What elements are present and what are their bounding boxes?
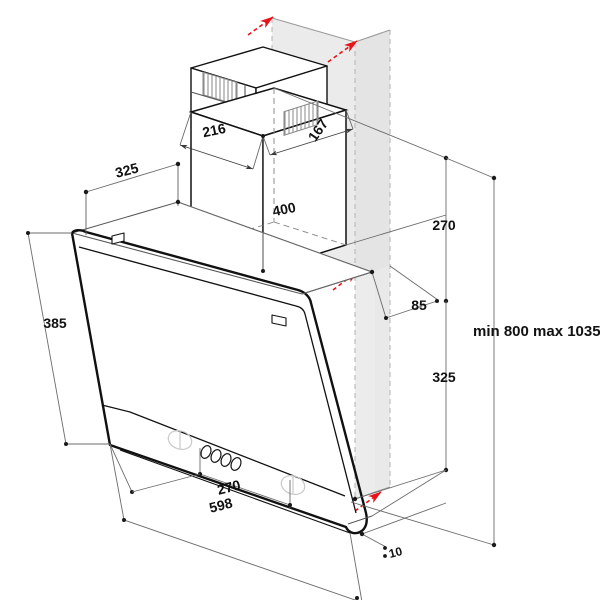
ext-216-left (179, 111, 192, 146)
control-knob-left[interactable] (166, 428, 195, 453)
label-hood-top-depth: 325 (114, 160, 141, 181)
label-mounting-range: min 800 max 1035 (473, 323, 600, 340)
hood-mounting-tabs (111, 232, 287, 327)
mounting-tab-left (111, 232, 125, 245)
control-buttons[interactable] (199, 444, 243, 472)
hood-panel-separation-line (101, 404, 346, 497)
label-hood-face-height: 385 (43, 315, 67, 331)
wall-edge-top-left (271, 17, 356, 43)
hood-left-edge (71, 232, 111, 445)
construction-line-hood-rear (177, 201, 373, 273)
hood-side-edges (71, 232, 111, 445)
ext-598-left (109, 443, 125, 521)
wall-plane-upper-right (355, 30, 390, 278)
label-control-panel-width: 270 (216, 477, 243, 498)
dim-325-top (85, 163, 179, 193)
hood-top-bevel-line (78, 246, 357, 514)
construction-line-bottom-hood (361, 502, 447, 535)
ext-85-left (371, 271, 387, 319)
control-button-4[interactable] (229, 456, 243, 472)
hood-front-panel-face (72, 233, 362, 537)
vertex-dot (83, 189, 89, 195)
dim-270cp-endpoint-right (288, 503, 292, 507)
label-hood-width: 598 (208, 495, 235, 516)
dim-85 (385, 300, 438, 319)
control-button-1[interactable] (199, 444, 213, 460)
vertex-dot (352, 496, 358, 502)
control-panel[interactable] (166, 428, 308, 498)
dim-270cp (199, 473, 291, 506)
dim-10-dot-bottom (383, 554, 387, 558)
label-wall-offset: 85 (411, 297, 427, 313)
construction-line-bottom-right (371, 469, 447, 517)
dim-400-endpoint-bottom (261, 269, 265, 273)
dim-mounting-endpoint-top (491, 175, 497, 181)
hood-right-panel-edge-bottom (347, 515, 373, 525)
label-chimney-width: 216 (201, 120, 227, 141)
ext-85-right (389, 265, 439, 301)
dim-270cp-tail (131, 473, 201, 493)
dim-85-endpoint-left (384, 316, 388, 320)
dim-598-endpoint-left (122, 518, 126, 522)
hood-bottom-lip-line (119, 449, 351, 534)
grille-outline (283, 100, 319, 137)
label-lower-height: 325 (432, 369, 456, 385)
ext-10-upper (361, 533, 387, 548)
knob-ring (167, 430, 193, 450)
dim-598 (123, 519, 357, 600)
dim-385 (27, 232, 67, 445)
hidden-edge-rear-bottom-right (273, 221, 347, 246)
dim-598-endpoint-right (355, 596, 359, 600)
dimension-vertex-dots (83, 161, 375, 537)
red-arrow-top-front (327, 40, 358, 63)
hood-front-panel (70, 229, 368, 537)
label-bottom-lip: 10 (387, 544, 404, 561)
ext-325r-bottom-leader (350, 501, 495, 546)
ext-216-right (252, 135, 264, 170)
vertex-dot (175, 199, 181, 205)
ext-mounting-top-leader (445, 157, 495, 179)
dim-85-endpoint-right (435, 299, 439, 303)
wall-plane-lower-right (355, 272, 375, 499)
hood-outer-silhouette (70, 229, 368, 535)
dimension-labels: 216 167 400 325 385 270 598 85 270 325 1… (43, 116, 600, 561)
dimension-lines (26, 87, 497, 600)
dim-385-endpoint-bottom (64, 442, 68, 446)
label-upper-height: 270 (432, 217, 456, 233)
wall-edge-top-right (354, 29, 391, 43)
red-arrow-top-back (247, 16, 274, 36)
construction-line-wall-base (345, 214, 447, 246)
red-arrow-bottom-front (354, 491, 382, 512)
mounting-tab-right (271, 314, 287, 327)
dim-385-endpoint-top (26, 231, 30, 235)
vertex-dot (359, 531, 365, 537)
vertex-dot (175, 161, 181, 167)
label-chimney-height: 400 (271, 199, 297, 220)
dim-mounting-endpoint-bottom (491, 542, 497, 548)
ext-167-left (262, 135, 271, 156)
ext-270cp-helper-left (109, 443, 133, 493)
ext-598-right (349, 532, 363, 600)
dim-167 (269, 128, 354, 156)
vertex-dot (369, 269, 375, 275)
construction-line-wall-mid (354, 469, 447, 500)
control-button-2[interactable] (209, 448, 223, 464)
ext-167-right (345, 109, 354, 130)
dim-10-dot-top (383, 546, 387, 550)
construction-line-hood-base (301, 271, 373, 295)
control-button-3[interactable] (219, 452, 233, 468)
ext-270-top-leader (273, 87, 447, 159)
dim-400-endpoint-top (261, 134, 265, 138)
dim-216 (179, 144, 254, 170)
